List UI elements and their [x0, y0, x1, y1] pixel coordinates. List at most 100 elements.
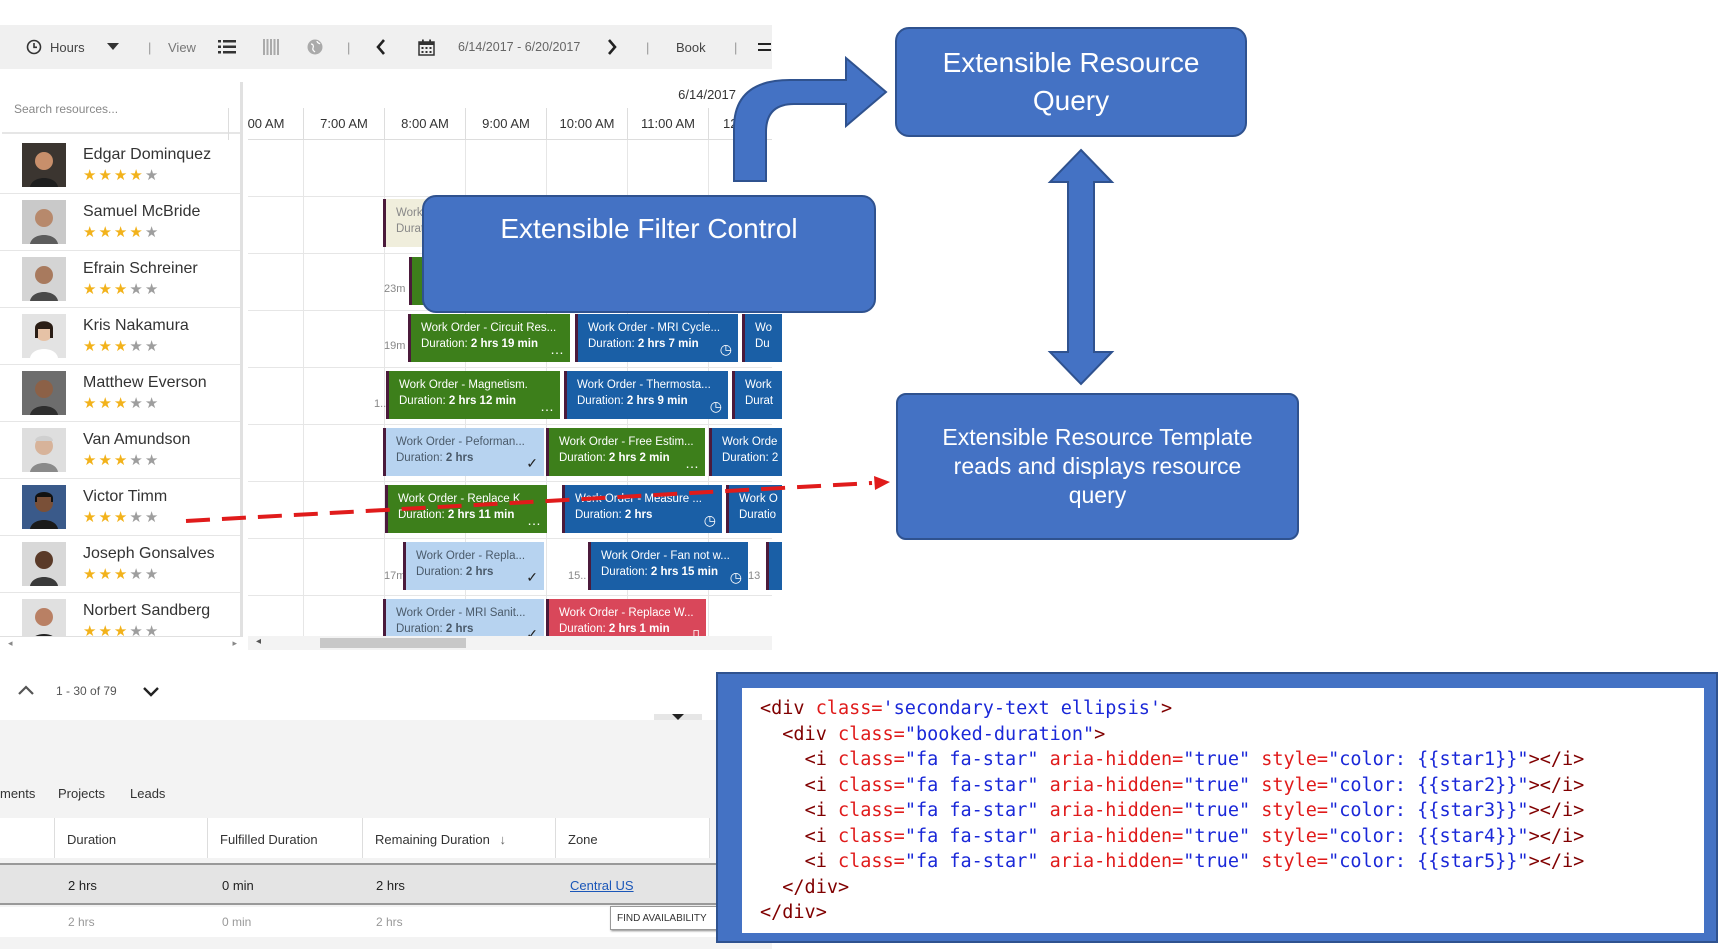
booking-tile[interactable]: Work Durat	[732, 371, 782, 419]
avatar	[22, 200, 66, 244]
next-week-icon[interactable]	[607, 25, 617, 69]
star-icon: ★	[129, 281, 143, 298]
hour-label: 7:00 AM	[303, 108, 384, 140]
tab-projects[interactable]: Projects	[58, 786, 105, 801]
zone-link[interactable]: Central US	[570, 878, 634, 893]
schedule-grid: 6/14/2017 00 AM 7:00 AM 8:00 AM 9:00 AM …	[228, 82, 782, 647]
star-icon: ★	[144, 338, 159, 355]
star-icon: ★	[144, 167, 159, 184]
booking-tile[interactable]: Work Order - MRI Cycle... Duration: 2 hr…	[575, 314, 738, 362]
scroll-right-icon[interactable]: ▸	[232, 638, 237, 648]
star-icon: ★	[113, 281, 128, 298]
booking-tile[interactable]	[766, 542, 782, 590]
booking-tile[interactable]: Work Order - Thermosta... Duration: 2 hr…	[564, 371, 728, 419]
star-icon: ★	[113, 338, 128, 355]
booking-tile[interactable]: Work Order - Peforman... Duration: 2 hrs…	[383, 428, 544, 476]
column-fulfilled-duration[interactable]: Fulfilled Duration	[208, 818, 363, 858]
booking-tile[interactable]: Work Order - Magnetism. Duration: 2 hrs …	[386, 371, 560, 419]
star-icon: ★	[144, 509, 159, 526]
hour-label: 8:00 AM	[384, 108, 465, 140]
chevron-down-icon[interactable]	[106, 43, 119, 51]
booking-tile[interactable]: Work Orde Duration: 2	[709, 428, 782, 476]
view-label: View	[168, 39, 196, 55]
resource-row[interactable]: Edgar Dominquez ★★★★★	[0, 137, 240, 194]
table-row[interactable]: 2 hrs 0 min 2 hrs Central US	[0, 863, 772, 905]
star-icon: ★	[98, 224, 112, 241]
rating-stars: ★★★★★	[83, 567, 158, 582]
booking-tile[interactable]: Work O Duratio	[726, 485, 782, 533]
scroll-left-icon[interactable]: ◂	[256, 636, 262, 647]
booking-tile[interactable]: Work Order - Repla... Duration: 2 hrs ✓	[403, 542, 544, 590]
sort-descending-icon[interactable]: ↓	[499, 832, 507, 847]
extensible-resource-query-box: Extensible Resource Query	[895, 27, 1247, 137]
dashed-connector	[185, 481, 873, 523]
chevron-up-icon[interactable]	[18, 684, 34, 698]
star-icon: ★	[113, 167, 128, 184]
booking-tile[interactable]: Work Order - Free Estim... Duration: 2 h…	[546, 428, 705, 476]
rating-stars: ★★★★★	[83, 453, 158, 468]
column-duration[interactable]: Duration	[55, 818, 208, 858]
star-icon: ★	[144, 452, 159, 469]
column-zone[interactable]: Zone	[556, 818, 710, 858]
hours-selector[interactable]: Hours	[26, 25, 119, 69]
booking-tile[interactable]: Work Order - Circuit Res... Duration: 2 …	[408, 314, 570, 362]
book-button[interactable]: Book	[676, 39, 706, 55]
star-icon: ★	[129, 623, 143, 640]
previous-week-icon[interactable]	[376, 25, 386, 69]
panel-toggle[interactable]	[654, 714, 702, 720]
star-icon: ★	[129, 338, 143, 355]
star-icon: ★	[83, 395, 97, 412]
list-view-icon[interactable]	[218, 25, 236, 69]
globe-icon[interactable]	[307, 25, 323, 69]
star-icon: ★	[129, 509, 143, 526]
grid-date: 6/14/2017	[678, 87, 736, 102]
more-options-icon[interactable]: …	[685, 455, 699, 471]
column-remaining-duration[interactable]: Remaining Duration ↓	[363, 818, 556, 858]
extensible-filter-control-box: Extensible Filter Control	[422, 195, 876, 313]
clock-icon	[26, 39, 42, 55]
resource-row[interactable]: Joseph Gonsalves ★★★★★	[0, 536, 240, 593]
resource-row[interactable]: Efrain Schreiner ★★★★★	[0, 251, 240, 308]
tab-requirements[interactable]: ments	[0, 786, 36, 801]
booking-tile[interactable]: Wo Du	[742, 314, 782, 362]
date-range[interactable]: 6/14/2017 - 6/20/2017	[458, 40, 581, 54]
booking-fragment: 15..	[568, 570, 587, 582]
avatar	[22, 485, 66, 529]
star-icon: ★	[98, 395, 112, 412]
star-icon: ★	[98, 623, 112, 640]
star-icon: ★	[83, 566, 97, 583]
tab-leads[interactable]: Leads	[130, 786, 166, 801]
resource-row[interactable]: Victor Timm ★★★★★	[0, 479, 240, 536]
extensible-resource-template-box: Extensible Resource Template reads and d…	[896, 393, 1299, 540]
resource-row[interactable]: Kris Nakamura ★★★★★	[0, 308, 240, 365]
search-input[interactable]: Search resources...	[2, 82, 240, 134]
scroll-left-icon[interactable]: ◂	[8, 638, 13, 648]
find-availability-button[interactable]: FIND AVAILABILITY	[610, 906, 728, 930]
more-options-icon[interactable]: …	[527, 512, 541, 528]
trash-icon[interactable]: ▯	[692, 626, 700, 642]
resource-row[interactable]: Matthew Everson ★★★★★	[0, 365, 240, 422]
resource-list-scrollbar[interactable]: ◂ ▸	[0, 636, 243, 650]
calendar-icon[interactable]	[418, 25, 435, 69]
star-icon: ★	[144, 224, 159, 241]
resource-row[interactable]: Van Amundson ★★★★★	[0, 422, 240, 479]
column-view-icon[interactable]	[263, 25, 279, 69]
star-icon: ★	[98, 167, 112, 184]
rating-stars: ★★★★★	[83, 225, 158, 240]
booking-tile[interactable]: Work Order - Fan not w... Duration: 2 hr…	[588, 542, 748, 590]
swap-icon[interactable]	[758, 25, 772, 69]
star-icon: ★	[129, 566, 143, 583]
more-options-icon[interactable]: …	[540, 398, 554, 414]
star-icon: ★	[98, 509, 112, 526]
chevron-down-icon[interactable]	[143, 686, 159, 700]
scrollbar-thumb[interactable]	[320, 638, 466, 648]
clock-icon: ◷	[719, 341, 732, 357]
resource-row[interactable]: Samuel McBride ★★★★★	[0, 194, 240, 251]
rating-stars: ★★★★★	[83, 282, 158, 297]
resource-name: Victor Timm	[83, 488, 168, 505]
star-icon: ★	[83, 623, 97, 640]
resource-name: Efrain Schreiner	[83, 260, 198, 277]
star-icon: ★	[83, 452, 97, 469]
more-options-icon[interactable]: …	[550, 341, 564, 357]
schedule-scrollbar[interactable]: ◂	[248, 636, 772, 650]
